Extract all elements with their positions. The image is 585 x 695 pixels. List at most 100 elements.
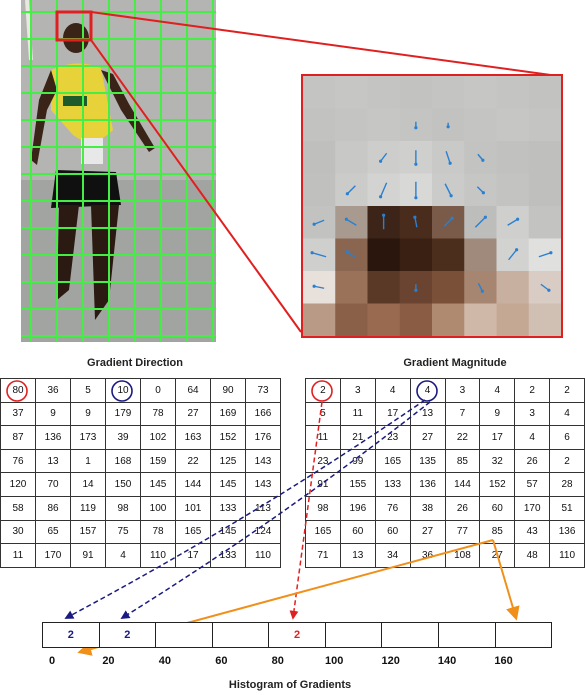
magnitude-cell: 2 [549, 448, 585, 474]
histogram-bin [439, 623, 496, 647]
magnitude-cell: 2 [549, 378, 585, 403]
magnitude-cell: 99 [339, 448, 376, 474]
gradient-arrow-tip [481, 191, 485, 195]
direction-cell: 90 [210, 378, 246, 403]
direction-cell: 0 [140, 378, 176, 403]
magnitude-cell: 165 [374, 448, 411, 474]
direction-cell: 120 [0, 472, 36, 497]
zoomed-patch [301, 74, 563, 338]
magnitude-cell: 48 [514, 543, 551, 568]
histogram-bin-label: 60 [215, 655, 228, 667]
direction-cell: 27 [175, 401, 211, 427]
gradient-arrow [311, 252, 327, 258]
magnitude-cell: 60 [339, 519, 376, 545]
magnitude-cell: 28 [549, 472, 585, 497]
direction-cell: 75 [105, 519, 141, 545]
direction-title: Gradient Direction [87, 357, 183, 369]
histogram-bin-label: 0 [48, 655, 56, 667]
athlete-illustration [21, 0, 216, 342]
zoom-connector [90, 11, 559, 333]
histogram-bin [156, 623, 213, 647]
magnitude-cell: 4 [374, 378, 411, 403]
histogram-bin [326, 623, 383, 647]
direction-cell: 144 [175, 472, 211, 497]
gradient-arrow-tip [481, 158, 485, 162]
direction-cell: 100 [140, 495, 176, 521]
direction-cell: 143 [245, 448, 281, 474]
gradient-arrow-tip [345, 192, 349, 196]
gradient-arrow-tip [449, 194, 453, 198]
gradient-patch-illustration [303, 76, 561, 336]
gradient-arrow [414, 217, 418, 228]
gradient-arrow-tip [312, 284, 316, 288]
magnitude-cell: 6 [549, 425, 585, 450]
direction-cell: 159 [140, 448, 176, 474]
direction-cell: 1 [70, 448, 106, 474]
magnitude-cell: 110 [549, 543, 585, 568]
magnitude-cell: 60 [479, 495, 516, 521]
magnitude-cell: 57 [514, 472, 551, 497]
gradient-arrow-tip [414, 288, 418, 292]
gradient-arrow-tip [483, 215, 487, 219]
direction-cell: 87 [0, 425, 36, 450]
direction-cell: 124 [245, 519, 281, 545]
gradient-arrow [443, 217, 453, 227]
histogram-bin: 2 [43, 623, 100, 647]
gradient-arrow [507, 218, 518, 226]
direction-cell: 9 [70, 401, 106, 427]
direction-cell: 179 [105, 401, 141, 427]
gradient-arrow-tip [344, 217, 348, 221]
arrow-orange-to-bin160 [492, 539, 520, 621]
histogram-title: Histogram of Gradients [228, 679, 352, 691]
arrow-navy-to-bin0 [64, 399, 426, 619]
gradient-arrow-tip [446, 125, 450, 129]
direction-cell: 110 [245, 543, 281, 568]
magnitude-cell: 26 [514, 448, 551, 474]
histogram-bin-label: 100 [325, 655, 344, 667]
direction-cell: 91 [70, 543, 106, 568]
magnitude-cell: 4 [479, 378, 516, 403]
dir-circle-red [6, 380, 28, 402]
magnitude-cell: 22 [444, 425, 481, 450]
magnitude-title: Gradient Magnitude [403, 357, 507, 369]
magnitude-cell: 76 [374, 495, 411, 521]
gradient-arrow-tip [413, 215, 417, 219]
gradient-arrow-tip [547, 288, 551, 292]
histogram-bin [496, 623, 552, 647]
magnitude-cell: 27 [409, 519, 446, 545]
gradient-arrow [445, 151, 451, 164]
magnitude-cell: 152 [479, 472, 516, 497]
histogram-bin-label: 140 [437, 655, 457, 667]
arrow-navy-to-bin20 [120, 401, 431, 619]
gradient-arrow [346, 218, 357, 226]
direction-cell: 76 [0, 448, 36, 474]
gradient-arrow-tip [414, 162, 418, 166]
direction-cell: 152 [210, 425, 246, 450]
direction-cell: 133 [210, 543, 246, 568]
gradient-arrow-tip [515, 248, 519, 252]
direction-cell: 168 [105, 448, 141, 474]
gradient-arrow [508, 249, 518, 261]
gradient-arrow-tip [480, 289, 484, 293]
histogram-bin: 2 [100, 623, 157, 647]
gradient-arrow-tip [312, 222, 316, 226]
gradient-arrow [346, 185, 356, 195]
magnitude-cell: 133 [374, 472, 411, 497]
gradient-arrow [540, 283, 550, 291]
magnitude-cell: 155 [339, 472, 376, 497]
direction-cell: 10 [105, 378, 141, 403]
magnitude-cell: 23 [374, 425, 411, 450]
gradient-arrow [346, 251, 356, 259]
